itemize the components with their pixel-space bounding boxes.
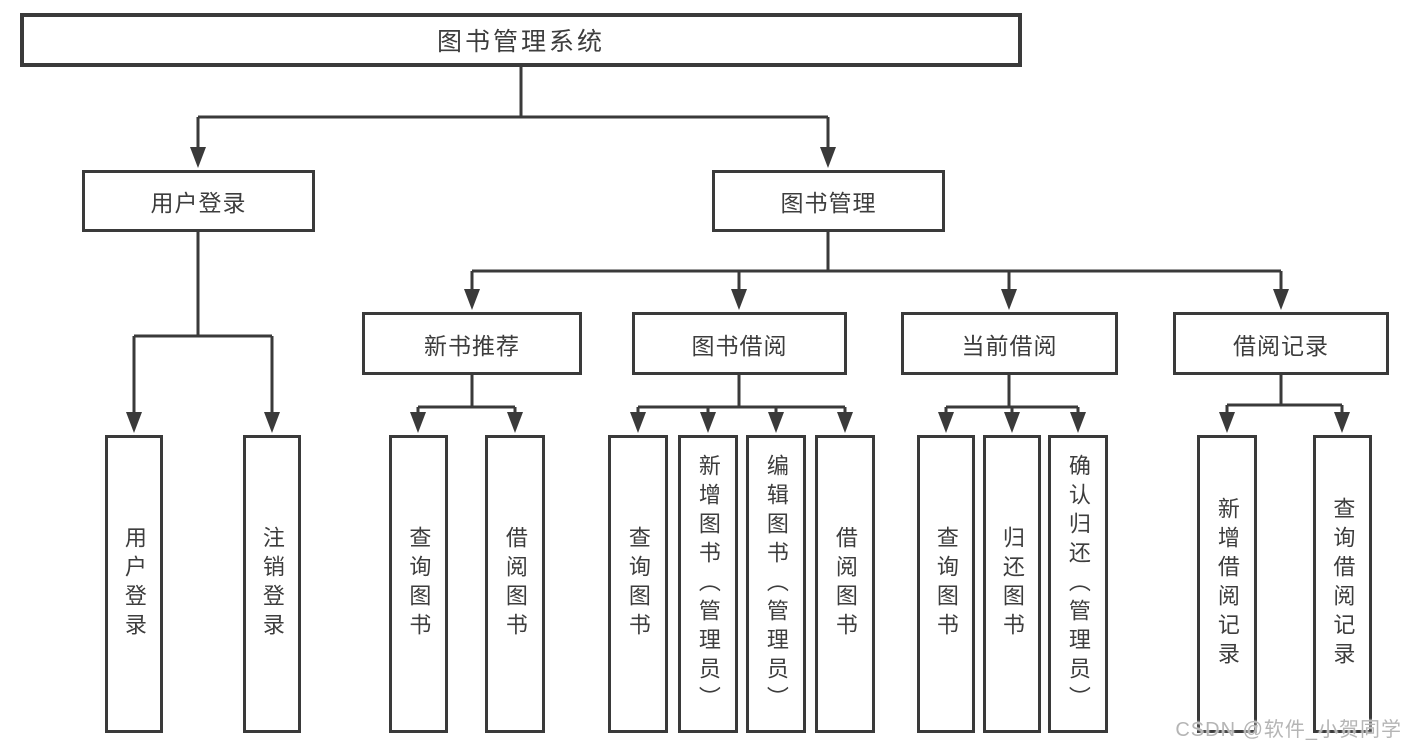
leaf-borrowing-edit-books-admin-label: 编辑图书（管理员） xyxy=(763,453,789,715)
box-current-borrowing-label: 当前借阅 xyxy=(961,332,1058,359)
box-user-login-label: 用户登录 xyxy=(150,190,247,216)
leaf-records-query-record: 查询借阅记录 xyxy=(1313,435,1372,733)
leaf-recommend-borrow-books-label: 借阅图书 xyxy=(502,526,528,642)
leaf-borrowing-borrow-books-label: 借阅图书 xyxy=(832,526,858,642)
leaf-recommend-query-books-label: 查询图书 xyxy=(406,526,432,642)
watermark: CSDN @软件_小贺同学 xyxy=(1175,719,1402,741)
leaf-recommend-query-books: 查询图书 xyxy=(389,435,448,733)
leaf-borrowing-borrow-books: 借阅图书 xyxy=(815,435,875,733)
arrowheads xyxy=(126,147,1350,433)
leaf-current-confirm-return-admin-label: 确认归还（管理员） xyxy=(1065,453,1091,715)
leaf-records-add-record: 新增借阅记录 xyxy=(1197,435,1257,733)
leaf-recommend-borrow-books: 借阅图书 xyxy=(485,435,545,733)
box-root-system: 图书管理系统 xyxy=(20,13,1022,67)
leaf-records-add-record-label: 新增借阅记录 xyxy=(1214,497,1240,671)
box-borrowing-records-label: 借阅记录 xyxy=(1233,332,1329,359)
leaf-current-return-books: 归还图书 xyxy=(983,435,1041,733)
leaf-borrowing-add-books-admin-label: 新增图书（管理员） xyxy=(695,453,721,715)
leaf-borrowing-query-books-label: 查询图书 xyxy=(625,526,651,642)
leaf-borrowing-query-books: 查询图书 xyxy=(608,435,668,733)
leaf-records-query-record-label: 查询借阅记录 xyxy=(1330,497,1356,671)
connector-stems xyxy=(132,67,1344,416)
leaf-borrowing-add-books-admin: 新增图书（管理员） xyxy=(678,435,738,733)
box-book-borrowing-label: 图书借阅 xyxy=(691,332,788,359)
leaf-user-login: 用户登录 xyxy=(105,435,163,733)
leaf-current-query-books: 查询图书 xyxy=(917,435,975,733)
leaf-current-query-books-label: 查询图书 xyxy=(933,526,959,642)
box-new-book-recommendation: 新书推荐 xyxy=(362,312,582,375)
box-new-book-recommendation-label: 新书推荐 xyxy=(424,332,520,359)
box-borrowing-records: 借阅记录 xyxy=(1173,312,1389,375)
leaf-logout-label: 注销登录 xyxy=(259,526,285,642)
leaf-current-confirm-return-admin: 确认归还（管理员） xyxy=(1048,435,1108,733)
leaf-user-login-label: 用户登录 xyxy=(121,526,147,642)
box-user-login: 用户登录 xyxy=(82,170,315,232)
leaf-logout: 注销登录 xyxy=(243,435,301,733)
leaf-borrowing-edit-books-admin: 编辑图书（管理员） xyxy=(746,435,806,733)
box-root-system-label: 图书管理系统 xyxy=(436,28,605,56)
box-book-management-label: 图书管理 xyxy=(780,190,877,216)
box-book-borrowing: 图书借阅 xyxy=(632,312,847,375)
box-current-borrowing: 当前借阅 xyxy=(901,312,1118,375)
leaf-current-return-books-label: 归还图书 xyxy=(999,526,1025,642)
box-book-management: 图书管理 xyxy=(712,170,945,232)
